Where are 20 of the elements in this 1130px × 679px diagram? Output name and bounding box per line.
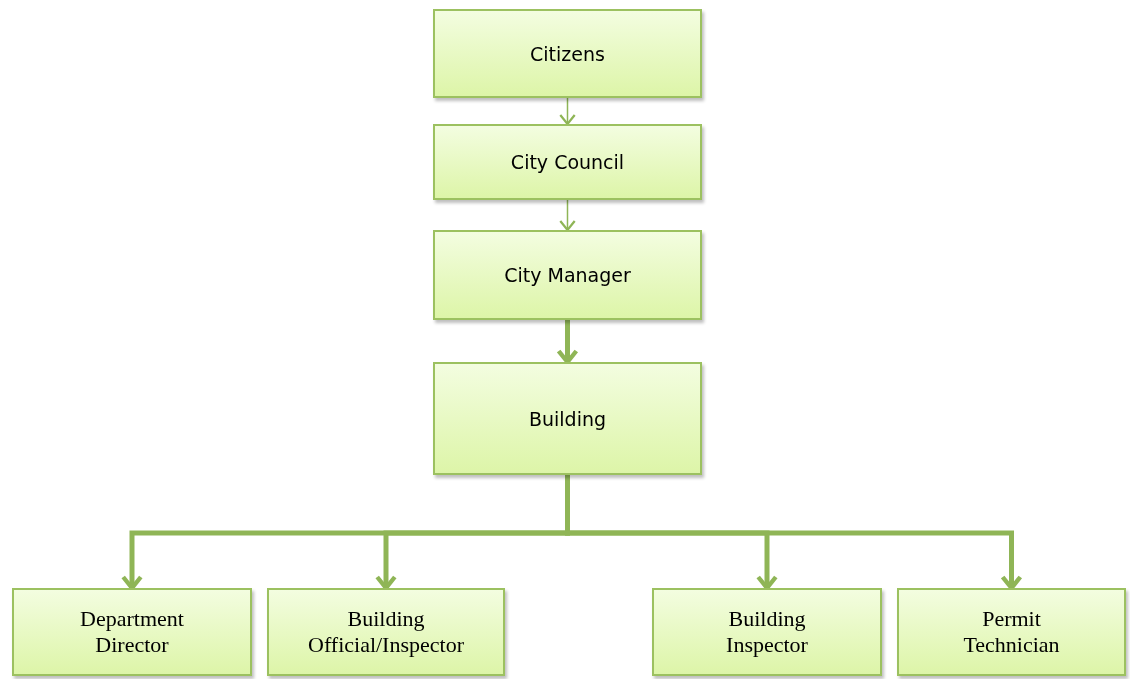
org-box [267,588,505,676]
org-box [433,124,702,200]
arrow [559,199,576,232]
org-box [433,362,702,475]
box-label: Building Official/Inspector [308,605,464,659]
org-box [433,9,702,98]
org-box [652,588,882,676]
box-label: Building [528,407,607,430]
org-box [433,230,702,320]
arrow [559,97,576,126]
box-label: Citizens [530,42,605,65]
box-label: City Council [510,151,625,173]
arrow [565,475,1023,591]
arrow [556,320,579,365]
box-label: City Manager [504,264,631,286]
box-label: Building Inspector [726,605,808,659]
org-box [897,588,1126,676]
box-label: Department Director [80,605,184,659]
box-label: Permit Technician [963,605,1060,659]
org-box [12,588,252,676]
